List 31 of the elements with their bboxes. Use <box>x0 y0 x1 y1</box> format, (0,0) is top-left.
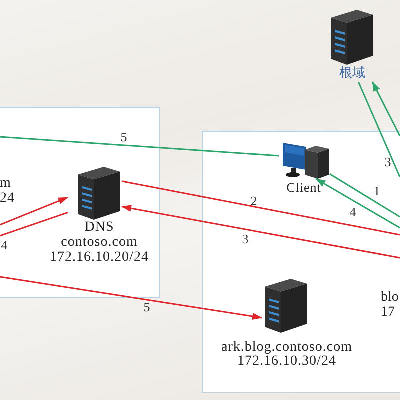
node-label: contoso.com <box>61 235 138 250</box>
node-label: 根域 <box>340 66 366 80</box>
connector-line <box>0 136 280 157</box>
node-label: m <box>0 176 12 191</box>
edge-label: 5 <box>144 300 150 314</box>
edge-label: 3 <box>242 232 249 246</box>
node-label: Client <box>286 180 322 195</box>
arrow <box>0 276 262 320</box>
node-label: 172.16.10.20/24 <box>50 250 149 264</box>
connector-line <box>122 180 400 236</box>
node-label: DNS <box>84 220 114 235</box>
node-label: 24 <box>0 191 15 206</box>
arrow <box>372 82 400 136</box>
node-label: 172.16.10.30/24 <box>238 354 336 369</box>
edge-label: 5 <box>120 130 128 143</box>
panel <box>0 107 160 298</box>
node-label: 17 <box>381 305 396 320</box>
node-label: blo <box>381 290 399 305</box>
panel <box>202 131 400 393</box>
arrow <box>0 196 68 226</box>
connector-line <box>358 82 400 178</box>
edge-label: 2 <box>250 194 258 208</box>
edge-label: 4 <box>350 206 356 218</box>
connector-line <box>0 212 68 237</box>
edge-label: 3 <box>384 155 392 168</box>
edge-label: 1 <box>374 184 380 197</box>
arrow <box>122 205 400 259</box>
connector-line <box>330 174 400 218</box>
arrow <box>316 178 400 229</box>
node-label: ark.blog.contoso.com <box>222 340 352 354</box>
edge-label: 4 <box>1 238 8 252</box>
